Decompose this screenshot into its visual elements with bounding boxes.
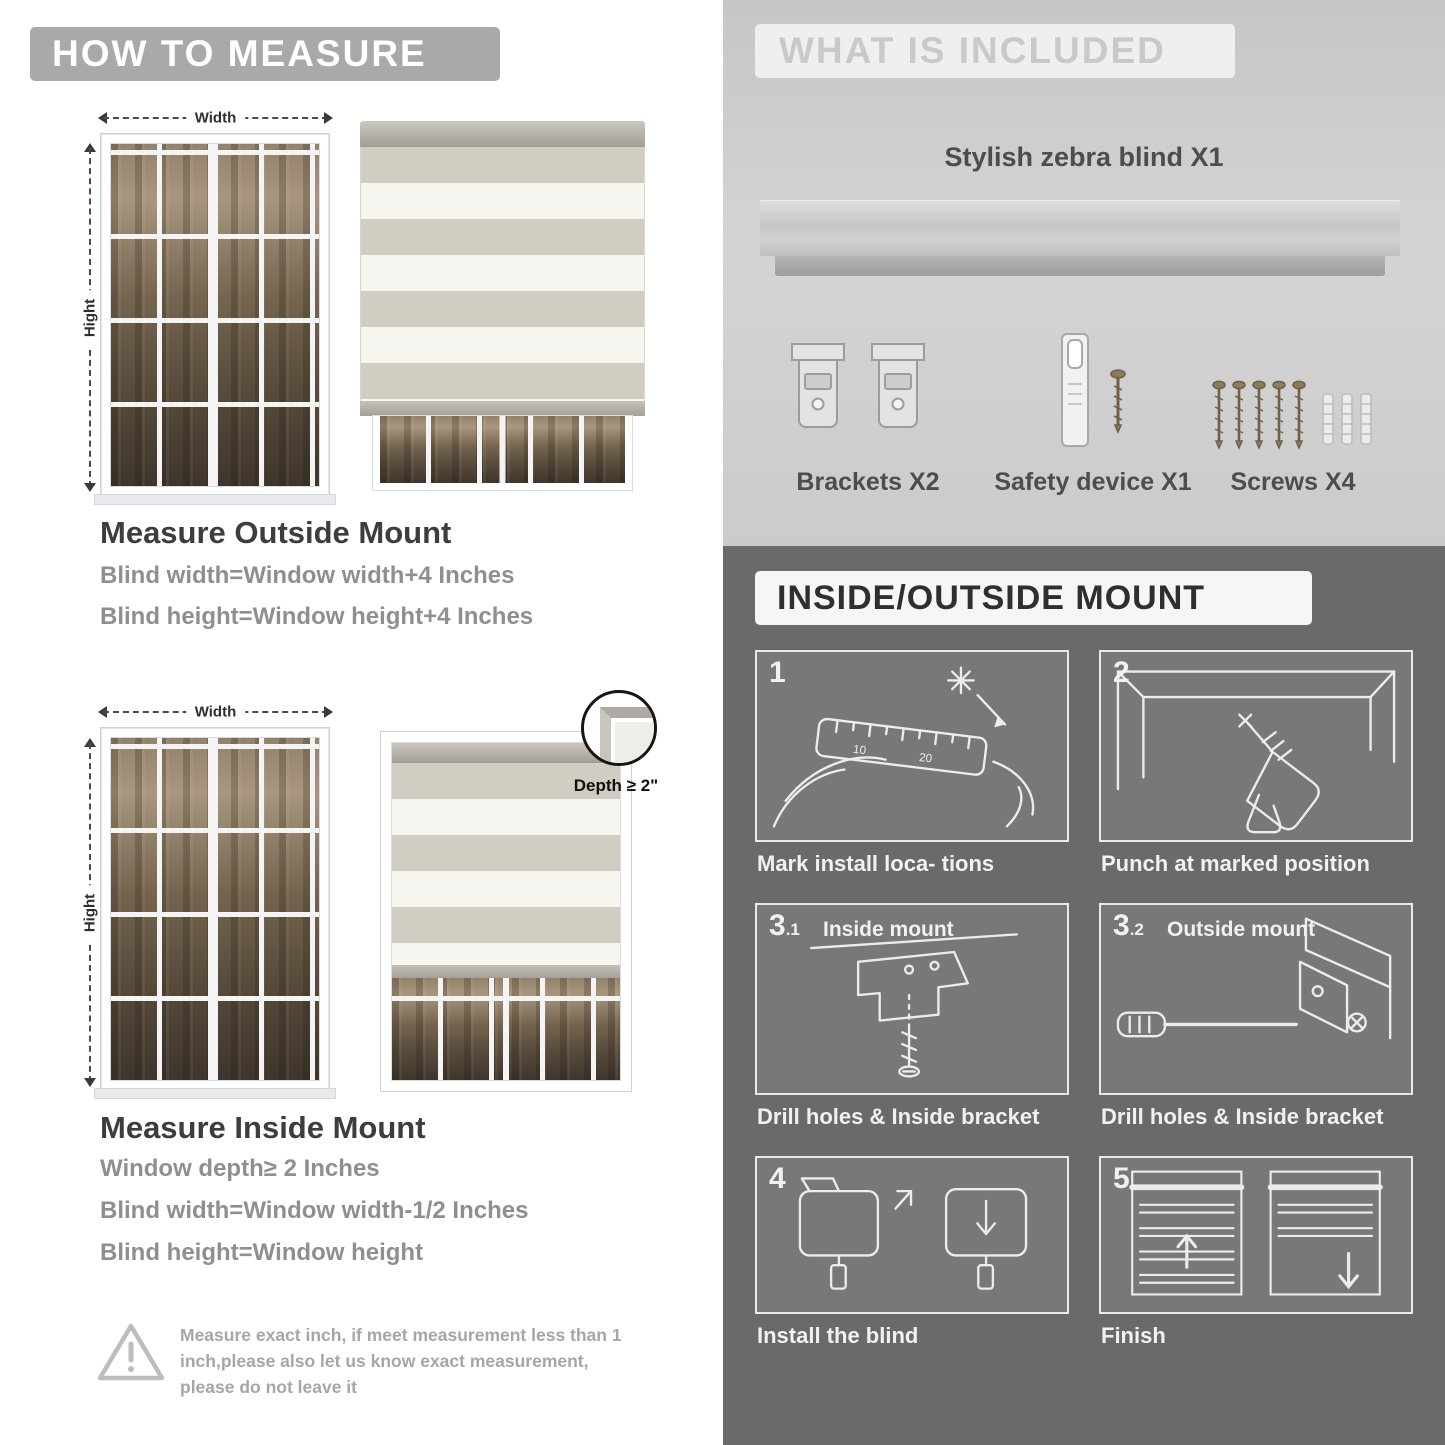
inside-mount-heading: Measure Inside Mount bbox=[100, 1110, 426, 1145]
what-is-included-title: WHAT IS INCLUDED bbox=[755, 24, 1235, 78]
outside-mount-line: Blind height=Window height+4 Inches bbox=[100, 603, 534, 630]
steps-grid: 1 10 20 bbox=[755, 650, 1413, 1349]
step-number-sub: .1 bbox=[785, 920, 800, 939]
step-5-panel: 5 bbox=[1099, 1156, 1413, 1314]
step-number-main: 3 bbox=[1113, 909, 1130, 942]
window-panes bbox=[110, 737, 320, 1081]
depth-label: Depth ≥ 2" bbox=[573, 776, 659, 795]
blind-cassette bbox=[360, 121, 645, 147]
width-arrow: Width bbox=[98, 109, 333, 127]
step-3-1: 3.1 Inside mount bbox=[755, 903, 1069, 1130]
bracket-icon bbox=[871, 343, 925, 428]
drill-illustration bbox=[1116, 670, 1396, 834]
step-number: 3.2 bbox=[1113, 909, 1144, 943]
width-arrow: Width bbox=[98, 703, 333, 721]
step-2-panel: 2 bbox=[1099, 650, 1413, 842]
measurement-warning-text: Measure exact inch, if meet measurement … bbox=[180, 1325, 622, 1397]
step-caption: Punch at marked position bbox=[1101, 851, 1370, 876]
safety-device-illustration bbox=[1055, 330, 1127, 450]
blind-cassette bbox=[392, 743, 620, 763]
finish-illustration bbox=[1129, 1170, 1383, 1296]
depth-callout-circle bbox=[581, 690, 657, 766]
screws-icon bbox=[1212, 380, 1372, 450]
step-caption: Mark install loca- tions bbox=[757, 851, 995, 876]
inside-mount-line: Window depth≥ 2 Inches bbox=[100, 1155, 380, 1182]
step-number-main: 4 bbox=[769, 1162, 786, 1195]
step-number-main: 2 bbox=[1113, 656, 1130, 689]
blind-bottom-rail bbox=[392, 965, 620, 978]
step-number: 5 bbox=[1113, 1162, 1130, 1196]
step-3-2: 3.2 Outside mount bbox=[1099, 903, 1413, 1130]
height-arrow: Hight bbox=[81, 738, 99, 1087]
step-title: Inside mount bbox=[823, 918, 954, 941]
outside-mount-line: Blind width=Window width+4 Inches bbox=[100, 562, 515, 589]
step-caption: Drill holes & Inside bracket bbox=[757, 1104, 1040, 1129]
window-under-blind bbox=[373, 416, 632, 490]
safety-screw-icon bbox=[1110, 369, 1126, 434]
width-label: Width bbox=[185, 109, 246, 127]
step-number: 4 bbox=[769, 1162, 786, 1196]
brackets-illustration bbox=[785, 336, 931, 440]
window-illustration-outside bbox=[94, 133, 336, 505]
inside-mount-line: Blind height=Window height bbox=[100, 1239, 424, 1266]
step-caption: Finish bbox=[1101, 1323, 1166, 1348]
step-caption: Drill holes & Inside bracket bbox=[1101, 1104, 1384, 1129]
window-illustration-inside bbox=[94, 727, 336, 1099]
headrail-top bbox=[760, 200, 1400, 256]
outside-mount-heading: Measure Outside Mount bbox=[100, 515, 452, 550]
safety-device-icon bbox=[1061, 333, 1089, 447]
width-label: Width bbox=[185, 703, 246, 721]
height-label: Hight bbox=[81, 884, 99, 941]
inside-mount-illustration bbox=[809, 933, 1018, 1078]
step-number-main: 1 bbox=[769, 656, 786, 689]
brackets-label: Brackets X2 bbox=[796, 468, 940, 496]
inside-mount-line: Blind width=Window width-1/2 Inches bbox=[100, 1197, 529, 1224]
step-1-panel: 1 10 20 bbox=[755, 650, 1069, 842]
safety-device-label: Safety device X1 bbox=[994, 468, 1192, 496]
step-5: 5 Finish bbox=[1099, 1156, 1413, 1349]
blind-bottom-rail bbox=[360, 401, 645, 416]
step-3-2-panel: 3.2 Outside mount bbox=[1099, 903, 1413, 1095]
window-under-blind bbox=[392, 978, 620, 1080]
blind-stripes bbox=[392, 763, 620, 965]
how-to-measure-section: HOW TO MEASURE Width Hight Measure Outsi… bbox=[30, 27, 659, 1397]
height-label: Hight bbox=[81, 289, 99, 346]
step-1: 1 10 20 bbox=[755, 650, 1069, 877]
screws-illustration bbox=[1211, 378, 1389, 462]
inside-mount-frame bbox=[391, 742, 621, 1081]
height-arrow: Hight bbox=[81, 143, 99, 492]
zebra-blind-illustration-outside bbox=[360, 121, 645, 490]
step-number: 3.1 bbox=[769, 909, 800, 943]
step-number-main: 3 bbox=[769, 909, 786, 942]
step-number-sub: .2 bbox=[1129, 920, 1144, 939]
bracket-icon bbox=[791, 343, 845, 428]
headrail-lip bbox=[775, 256, 1385, 276]
window-panes bbox=[110, 143, 320, 487]
step-title: Outside mount bbox=[1167, 918, 1316, 941]
headrail-illustration bbox=[760, 200, 1400, 276]
blind-stripes bbox=[360, 147, 645, 401]
screws-label: Screws X4 bbox=[1230, 468, 1356, 496]
step-3-1-panel: 3.1 Inside mount bbox=[755, 903, 1069, 1095]
step-4-panel: 4 bbox=[755, 1156, 1069, 1314]
step-number-main: 5 bbox=[1113, 1162, 1130, 1195]
mark-locations-illustration: 10 20 bbox=[772, 666, 1035, 828]
step-number: 2 bbox=[1113, 656, 1130, 690]
outside-mount-illustration bbox=[1116, 917, 1392, 1040]
zebra-blind-illustration-inside: Depth ≥ 2" bbox=[380, 690, 658, 1092]
mount-guide-section: INSIDE/OUTSIDE MOUNT 1 10 bbox=[723, 546, 1445, 1445]
what-is-included-section: WHAT IS INCLUDED Stylish zebra blind X1 bbox=[723, 0, 1445, 546]
mount-guide-title: INSIDE/OUTSIDE MOUNT bbox=[755, 571, 1312, 625]
how-to-measure-title: HOW TO MEASURE bbox=[30, 27, 500, 81]
blind-name-label: Stylish zebra blind X1 bbox=[944, 142, 1224, 172]
step-caption: Install the blind bbox=[757, 1323, 919, 1348]
step-number: 1 bbox=[769, 656, 786, 690]
step-4: 4 bbox=[755, 1156, 1069, 1349]
ruler-mark: 20 bbox=[918, 751, 933, 766]
install-blind-illustration bbox=[798, 1177, 1028, 1290]
step-2: 2 bbox=[1099, 650, 1413, 877]
warning-icon bbox=[97, 1323, 165, 1381]
ruler-mark: 10 bbox=[852, 743, 867, 758]
